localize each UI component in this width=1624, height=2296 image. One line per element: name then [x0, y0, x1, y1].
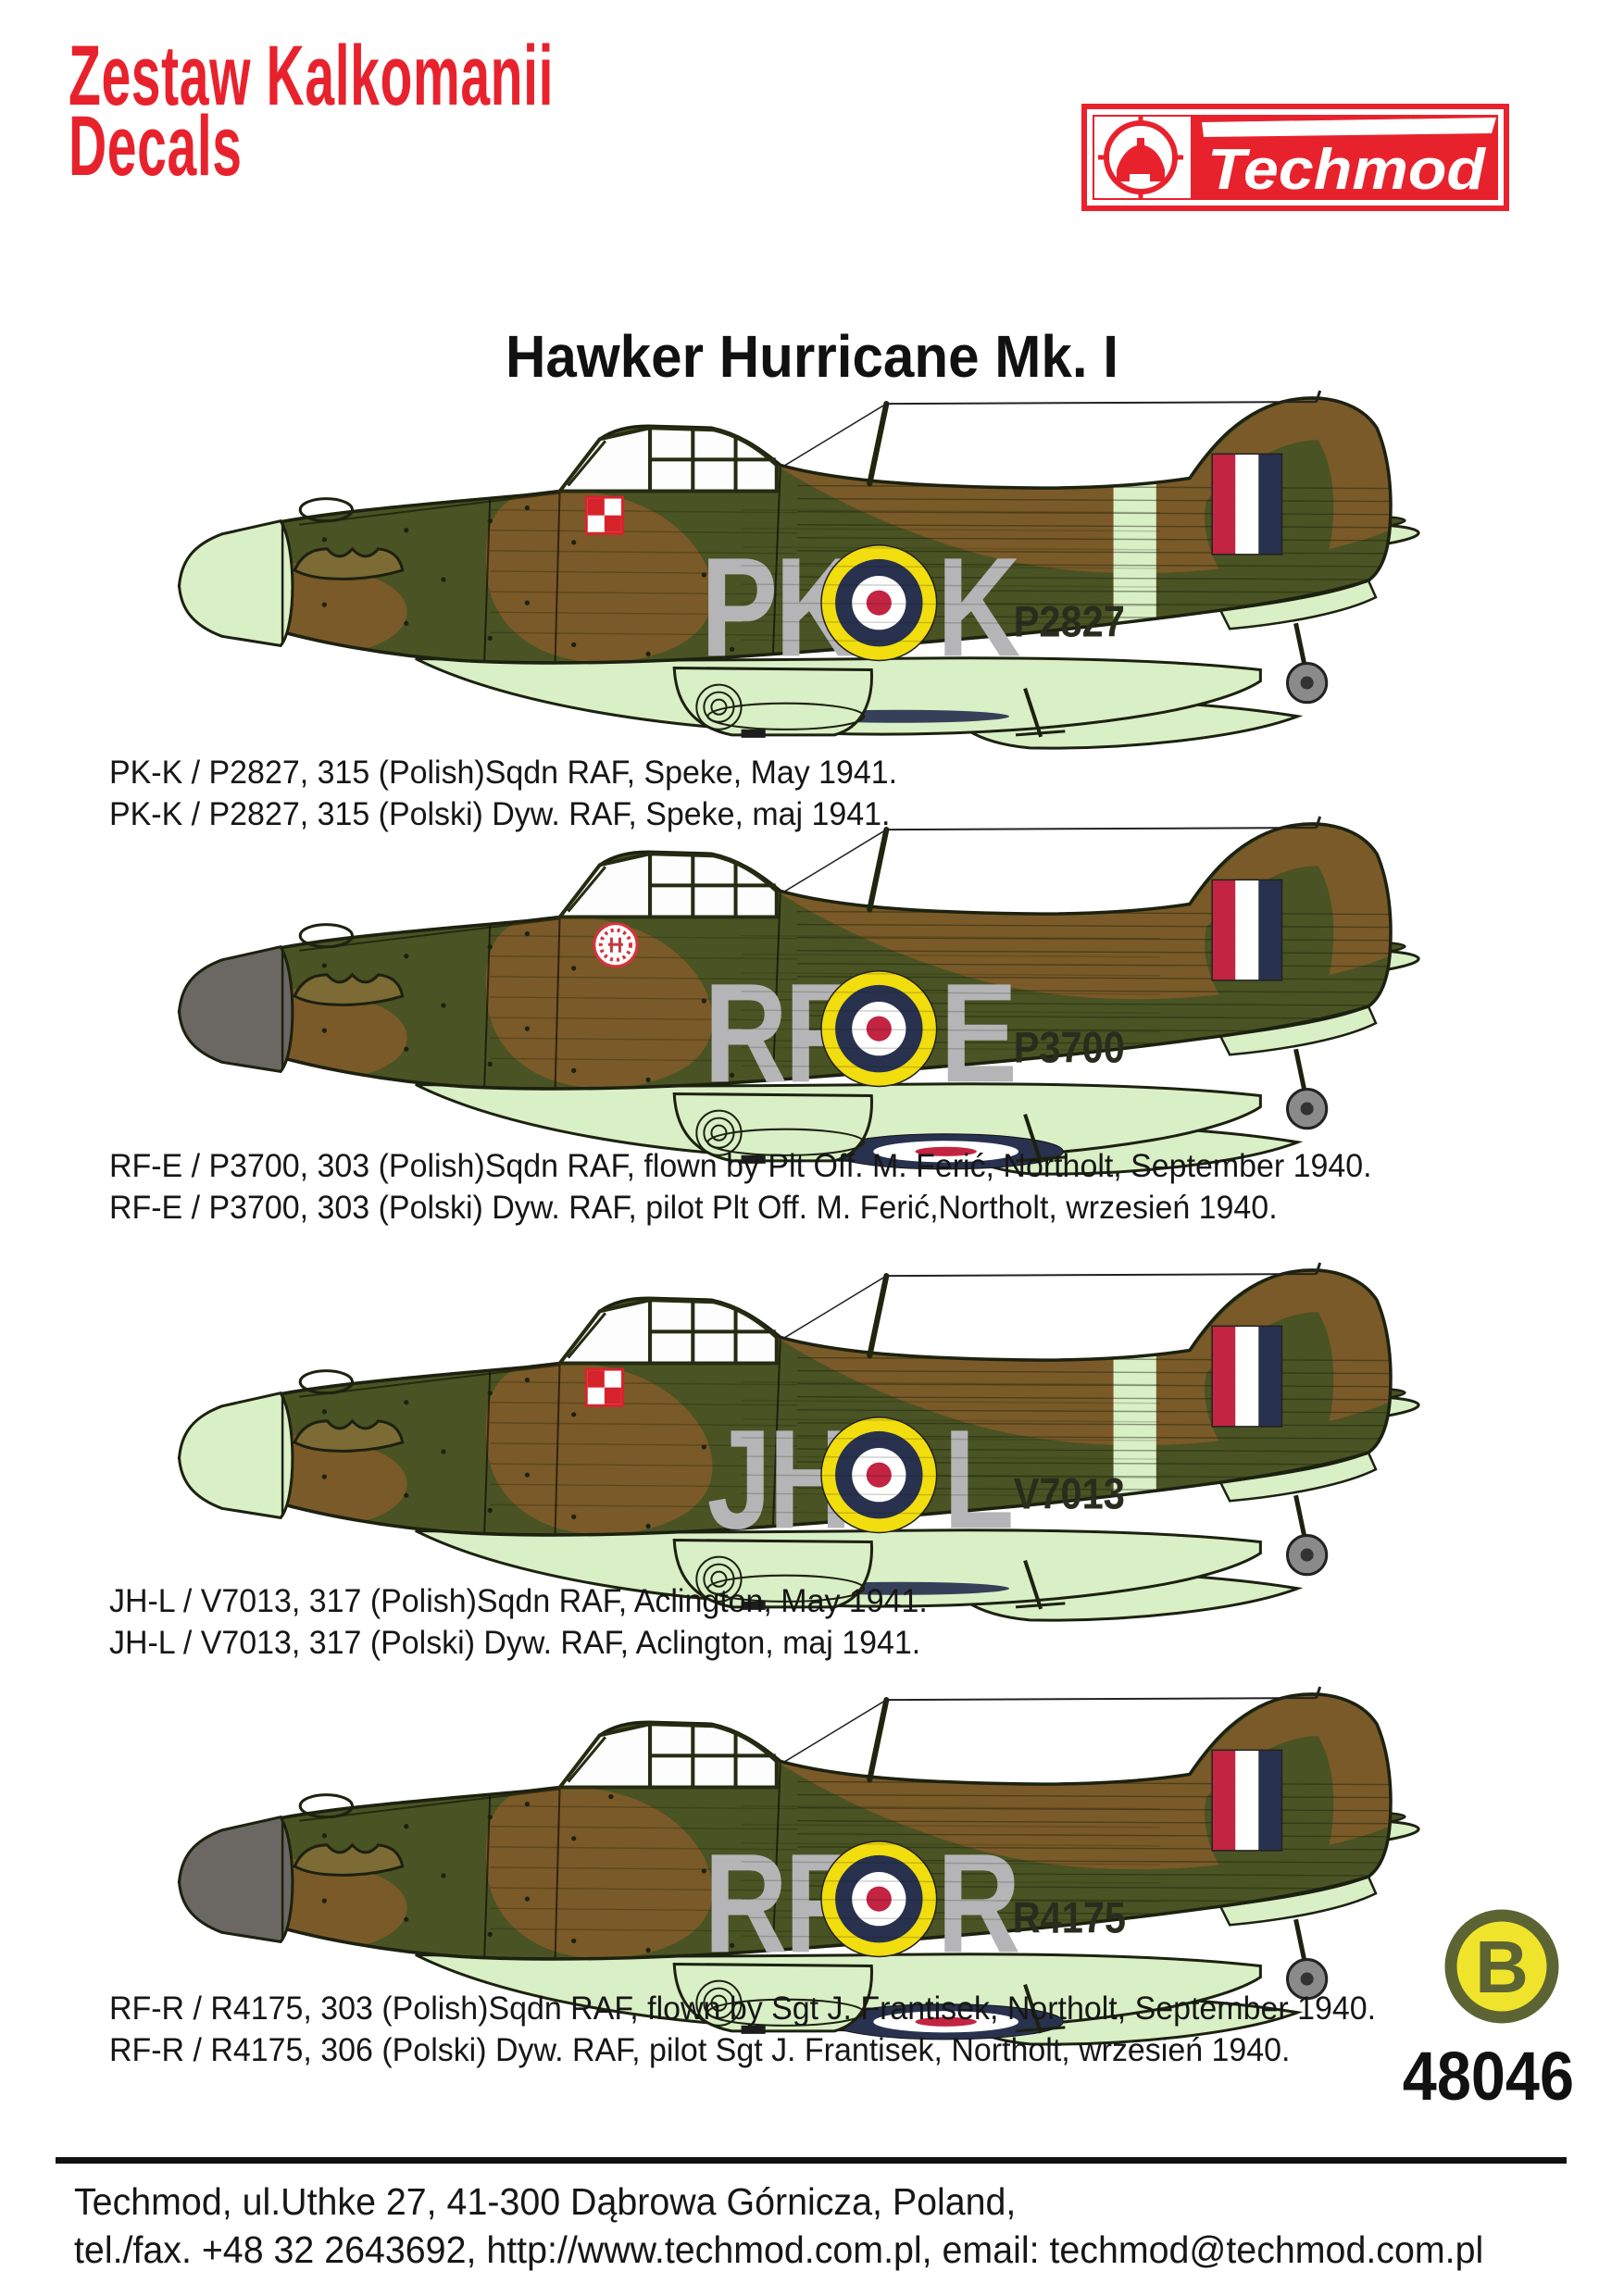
footer-address: Techmod, ul.Uthke 27, 41-300 Dąbrowa Gór…	[74, 2177, 1483, 2274]
serial-number: P3700	[1014, 1024, 1125, 1072]
caption-3-en: JH-L / V7013, 317 (Polish)Sqdn RAF, Acli…	[109, 1583, 928, 1619]
caption-aircraft-3: JH-L / V7013, 317 (Polish)Sqdn RAF, Acli…	[109, 1580, 928, 1664]
fuselage	[179, 397, 1392, 663]
fin-flash	[1211, 453, 1283, 555]
sheet-heading-line2: Decals	[69, 99, 243, 193]
spinner	[178, 945, 294, 1074]
fin-flash	[1211, 879, 1283, 981]
code-right: K	[937, 529, 1020, 687]
fuselage	[179, 1693, 1392, 1959]
caption-4-pl: RF-R / R4175, 306 (Polski) Dyw. RAF, pil…	[109, 2032, 1291, 2068]
aircraft-profile-3: JH L V7013	[89, 1261, 1552, 1633]
exhaust-stack	[293, 972, 405, 1006]
caption-2-en: RF-E / P3700, 303 (Polish)Sqdn RAF, flow…	[109, 1148, 1372, 1184]
caption-aircraft-1: PK-K / P2827, 315 (Polish)Sqdn RAF, Spek…	[109, 752, 897, 835]
aircraft-profile-1: PK K P2827	[89, 389, 1552, 761]
cowl-vent	[298, 923, 354, 949]
code-right: L	[943, 1401, 1015, 1559]
fuselage-codes: RF E P3700	[704, 955, 1125, 1113]
serial-number: R4175	[1013, 1894, 1126, 1942]
fuselage-roundel	[820, 544, 938, 662]
caption-1-pl: PK-K / P2827, 315 (Polski) Dyw. RAF, Spe…	[109, 796, 891, 832]
caption-aircraft-2: RF-E / P3700, 303 (Polish)Sqdn RAF, flow…	[109, 1145, 1372, 1229]
spinner	[178, 519, 294, 648]
spinner	[178, 1391, 294, 1520]
kosciuszko-squadron-badge	[593, 922, 639, 968]
sheet-heading: Zestaw Kalkomanii Decals	[69, 29, 555, 193]
exhaust-stack	[293, 1842, 405, 1877]
techmod-logo: Techmod	[1081, 104, 1509, 216]
caption-3-pl: JH-L / V7013, 317 (Polski) Dyw. RAF, Acl…	[109, 1625, 921, 1661]
fuselage-codes: PK K P2827	[701, 529, 1125, 687]
page-title: Hawker Hurricane Mk. I	[505, 323, 1119, 390]
antenna	[781, 1262, 1322, 1359]
polish-checkerboard-badge	[584, 1367, 624, 1407]
cowl-vent	[298, 1369, 354, 1395]
tail-wheel	[1286, 1918, 1329, 2001]
scheme-letter-badge: B	[1444, 1909, 1559, 2028]
fuselage-codes: JH L V7013	[707, 1401, 1125, 1559]
tail-wheel	[1286, 1048, 1329, 1130]
canopy	[556, 851, 779, 919]
camo-patch	[485, 1362, 713, 1535]
hurricane-profile-drawing: RF R R4175	[177, 1686, 1420, 2046]
spinner	[178, 1816, 294, 1944]
tail-wheel	[1286, 1494, 1329, 1577]
footer-line2: tel./fax. +48 32 2643692, http://www.tec…	[74, 2228, 1484, 2271]
canopy	[556, 425, 779, 493]
fuselage-roundel	[820, 1841, 938, 1958]
radiator	[672, 1962, 1066, 2034]
radiator	[672, 666, 1066, 738]
camo-patch	[485, 1786, 713, 1959]
badge-letter: B	[1475, 1926, 1529, 2008]
radiator	[672, 1538, 1066, 1610]
serial-number: P2827	[1014, 598, 1125, 646]
fin-flash	[1211, 1749, 1283, 1852]
footer-divider	[56, 2157, 1567, 2164]
radiator	[672, 1092, 1066, 1164]
fuselage-codes: RF R R4175	[704, 1825, 1126, 1983]
caption-2-pl: RF-E / P3700, 303 (Polski) Dyw. RAF, pil…	[109, 1190, 1278, 1226]
underwing-roundel	[828, 1133, 1064, 1170]
underwing-roundel	[828, 2003, 1064, 2040]
aircraft-crosshair-icon	[1098, 115, 1183, 200]
fuselage-roundel	[820, 1416, 938, 1534]
fuselage	[179, 823, 1392, 1089]
caption-4-en: RF-R / R4175, 303 (Polish)Sqdn RAF, flow…	[109, 1990, 1377, 2027]
exhaust-stack	[293, 546, 405, 580]
hurricane-profile-drawing: JH L V7013	[177, 1262, 1420, 1622]
aircraft-profile-4: RF R R4175	[89, 1685, 1552, 2057]
footer-line1: Techmod, ul.Uthke 27, 41-300 Dąbrowa Gór…	[74, 2180, 1017, 2223]
logo-stripe	[1202, 118, 1496, 137]
canopy	[556, 1721, 779, 1790]
aircraft-profile-2: RF E P3700	[89, 815, 1552, 1187]
serial-number: V7013	[1014, 1470, 1125, 1518]
sheet-heading-line1: Zestaw Kalkomanii	[69, 29, 555, 123]
caption-aircraft-4: RF-R / R4175, 303 (Polish)Sqdn RAF, flow…	[109, 1988, 1376, 2071]
code-right: E	[940, 955, 1018, 1113]
cowl-vent	[298, 497, 354, 523]
fuselage	[179, 1269, 1392, 1535]
fuselage-roundel	[820, 970, 938, 1088]
badge-circle	[1444, 1909, 1559, 2024]
fin-flash	[1211, 1325, 1283, 1428]
logo-brand-text: Techmod	[1207, 138, 1486, 202]
antenna	[781, 1686, 1322, 1783]
canopy	[556, 1297, 779, 1366]
code-right: R	[937, 1825, 1020, 1983]
camo-patch	[485, 490, 713, 663]
polish-checkerboard-badge	[584, 495, 624, 535]
hurricane-profile-drawing: PK K P2827	[177, 390, 1420, 750]
antenna	[781, 816, 1322, 913]
hurricane-profile-drawing: RF E P3700	[177, 816, 1420, 1176]
camo-patch	[485, 916, 713, 1089]
exhaust-stack	[293, 1418, 405, 1453]
sheet-number: 48046	[1402, 2038, 1574, 2115]
tail-wheel	[1286, 622, 1329, 705]
cowl-vent	[298, 1793, 354, 1819]
caption-1-en: PK-K / P2827, 315 (Polish)Sqdn RAF, Spek…	[109, 755, 898, 791]
antenna	[781, 390, 1322, 487]
